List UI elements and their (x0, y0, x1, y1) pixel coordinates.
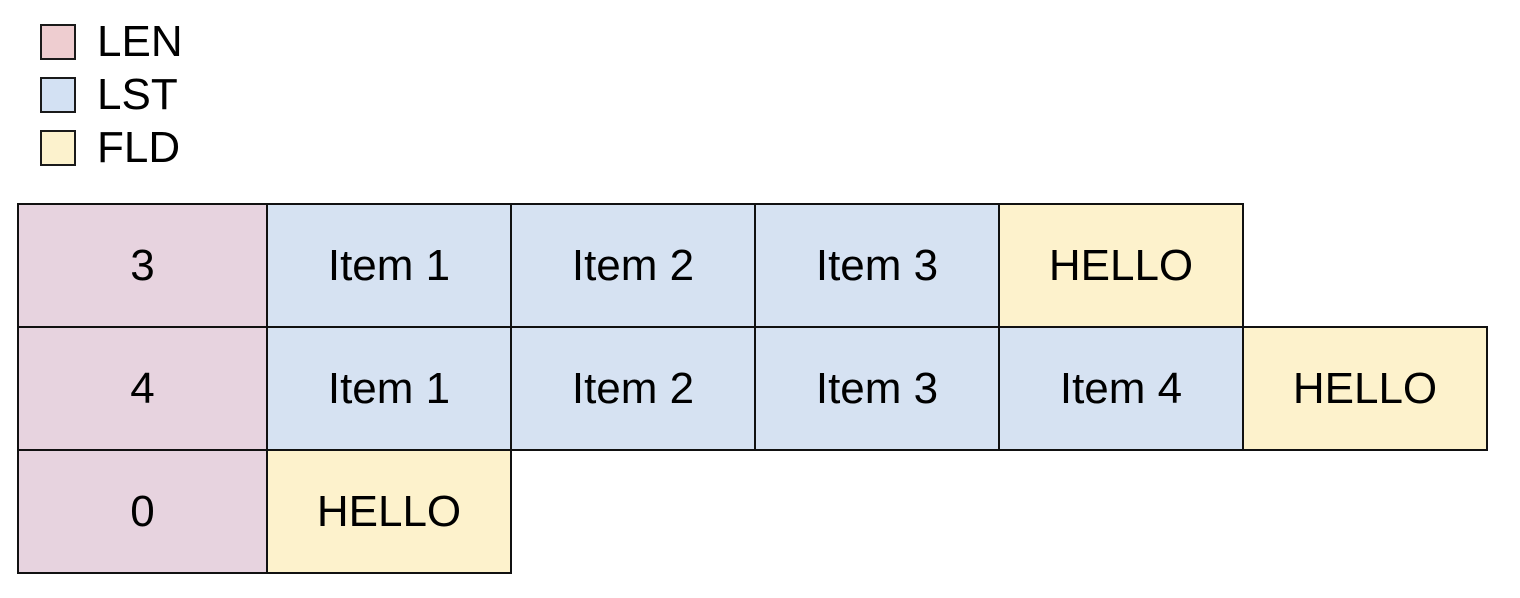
legend-item-len: LEN (40, 17, 183, 66)
cell-lst: Item 1 (266, 326, 512, 451)
cell-lst: Item 3 (754, 326, 1000, 451)
cell-fld: HELLO (266, 449, 512, 574)
cell-fld: HELLO (998, 203, 1244, 328)
cell-lst: Item 4 (998, 326, 1244, 451)
legend-item-lst: LST (40, 70, 183, 119)
len-color-swatch (40, 24, 76, 60)
legend: LEN LST FLD (40, 17, 183, 183)
cell-lst: Item 2 (510, 326, 756, 451)
cell-len: 0 (17, 449, 268, 574)
cell-lst: Item 2 (510, 203, 756, 328)
legend-item-fld: FLD (40, 123, 183, 172)
cell-lst: Item 3 (754, 203, 1000, 328)
cell-len: 4 (17, 326, 268, 451)
fld-color-swatch (40, 130, 76, 166)
lst-color-swatch (40, 77, 76, 113)
cell-lst: Item 1 (266, 203, 512, 328)
cell-fld: HELLO (1242, 326, 1488, 451)
legend-label-len: LEN (97, 17, 183, 66)
legend-label-fld: FLD (97, 123, 181, 172)
cell-len: 3 (17, 203, 268, 328)
legend-label-lst: LST (97, 70, 178, 119)
